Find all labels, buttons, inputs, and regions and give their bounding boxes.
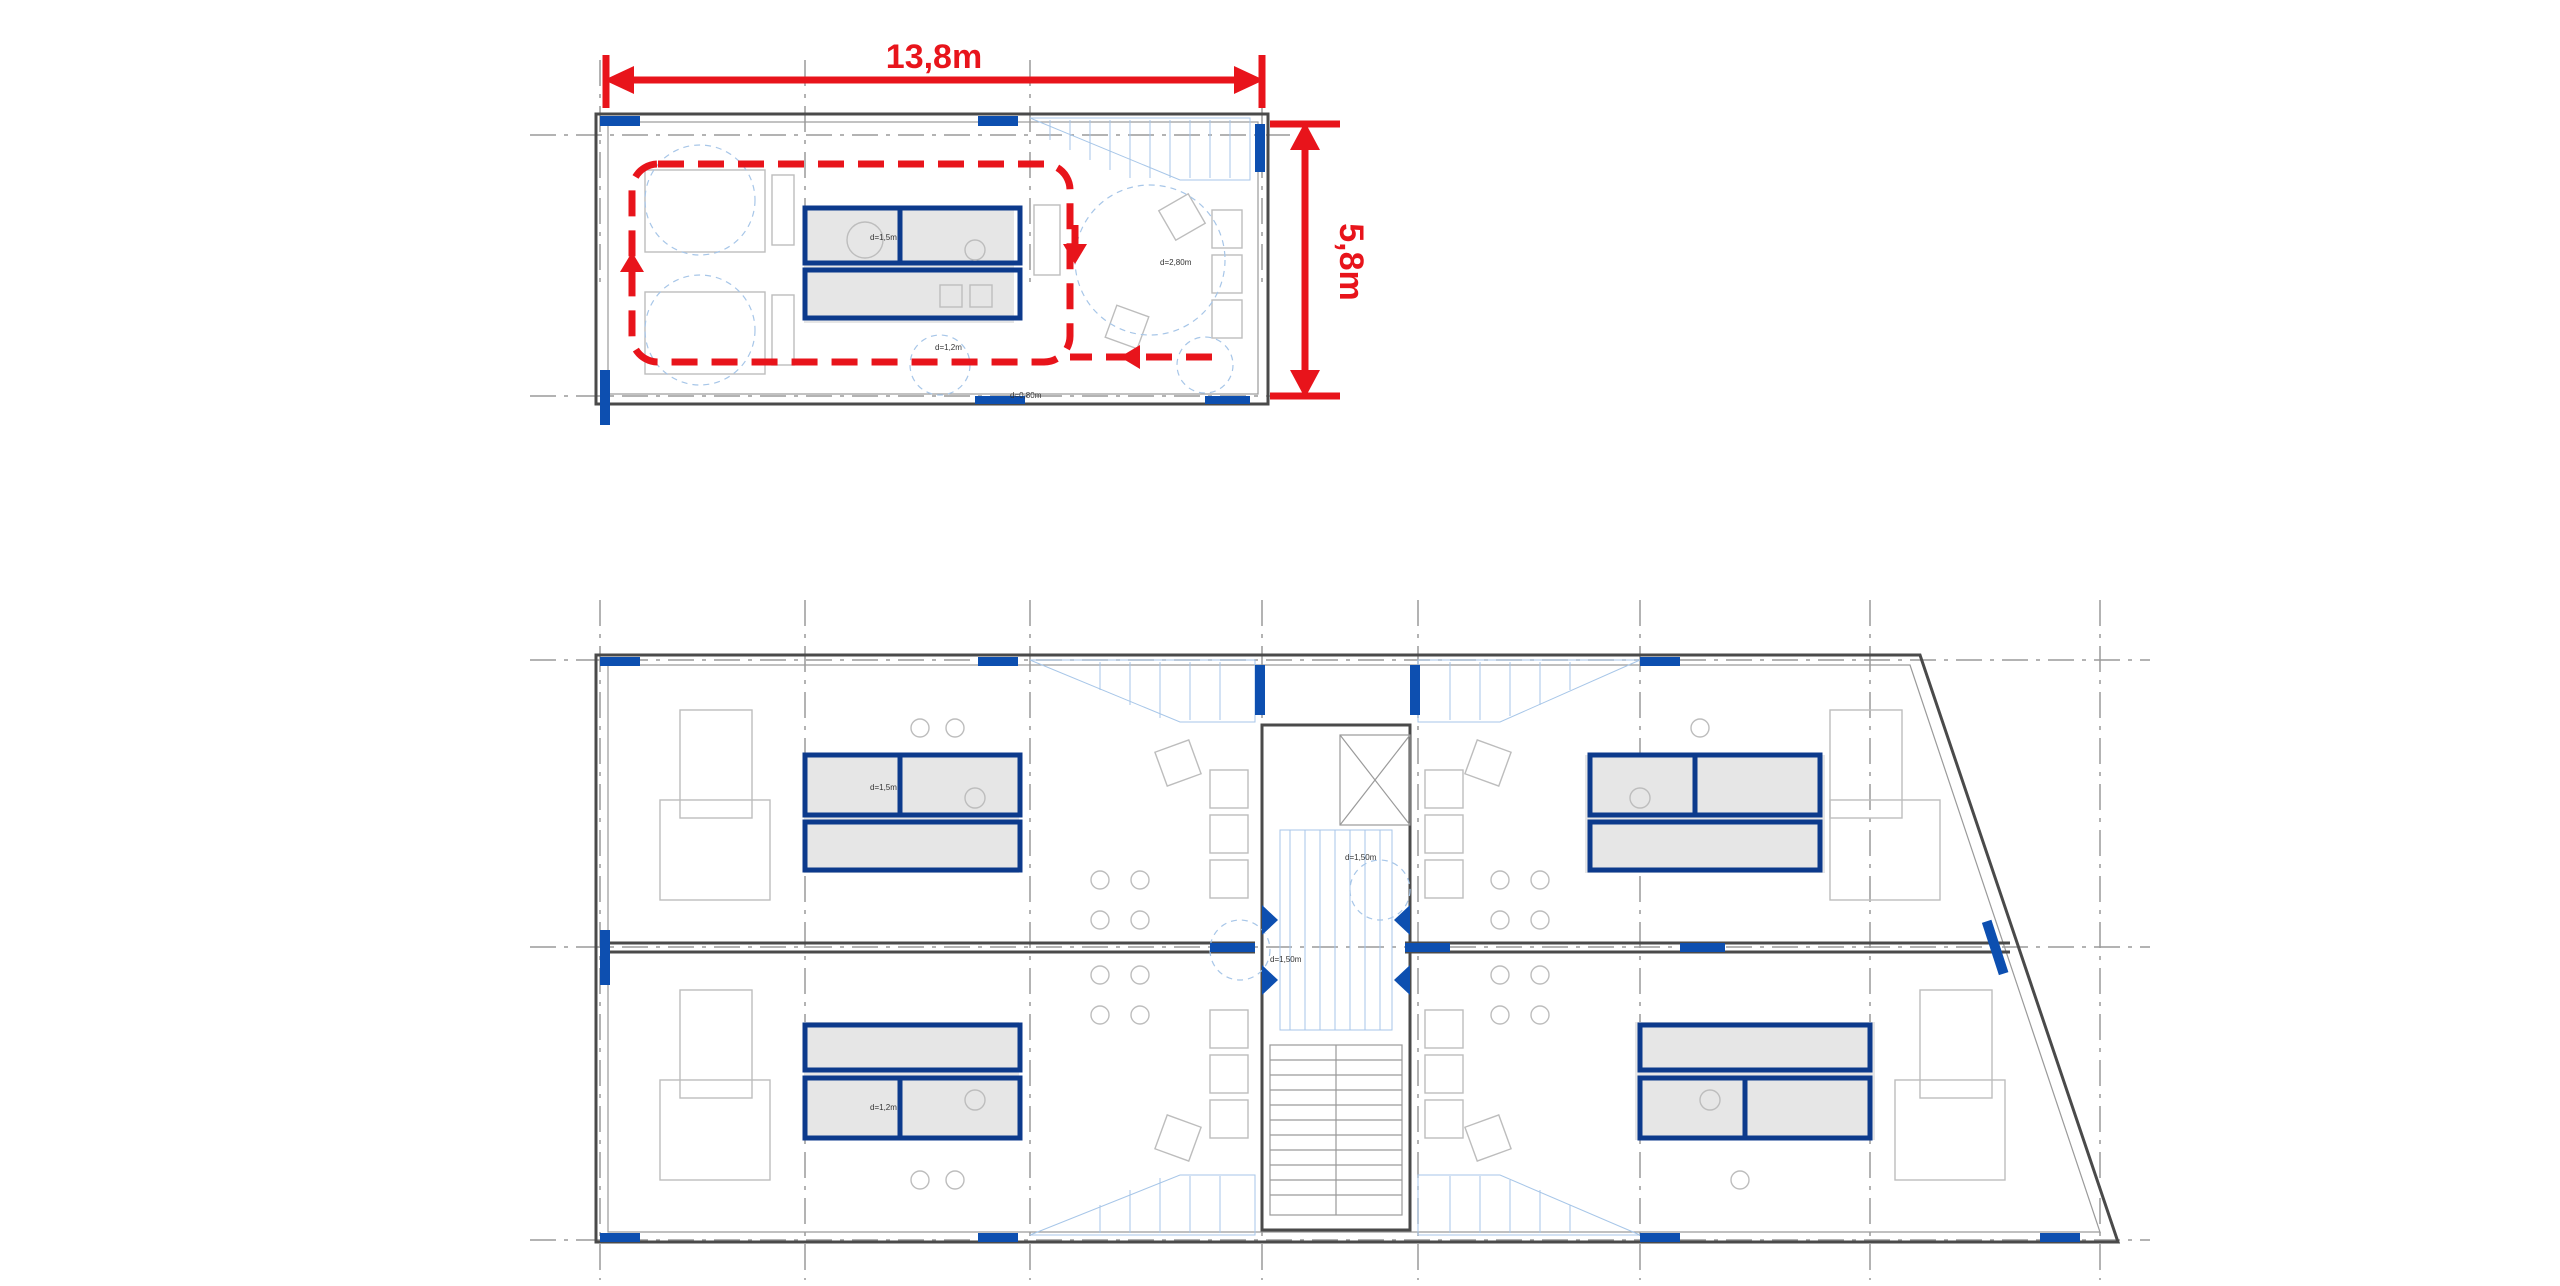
bottom-floor-plan: d=1,50m d=1,50m d=1,5m d=1,2m xyxy=(530,600,2150,1280)
wet-core-unit-4 xyxy=(1635,1022,1875,1141)
note-top-4: d=0,80m xyxy=(1010,391,1042,400)
stair-hatch-top xyxy=(1029,117,1251,181)
stair-treads xyxy=(1270,1045,1402,1215)
corridor-hatch xyxy=(1029,659,1641,1236)
dimension-depth: 5,8m xyxy=(1270,120,1370,400)
wet-core-unit-1 xyxy=(802,752,1023,873)
note-top-3: d=1,2m xyxy=(935,343,962,352)
note-top-1: d=1,5m xyxy=(870,233,897,242)
columns-bottom xyxy=(600,657,2080,1242)
note-bottom-1: d=1,50m xyxy=(1345,853,1377,862)
note-bottom-3: d=1,5m xyxy=(870,783,897,792)
top-floor-plan: d=1,5m d=2,80m d=1,2m d=0,80m 13,8m xyxy=(530,38,1370,425)
note-bottom-4: d=1,2m xyxy=(870,1103,897,1112)
furniture-top xyxy=(644,144,1243,396)
unit-outline-red xyxy=(620,160,1212,369)
wet-core-top xyxy=(802,205,1023,323)
depth-dimension-label: 5,8m xyxy=(1332,223,1370,301)
dimension-width: 13,8m xyxy=(602,38,1266,108)
columns-top xyxy=(600,116,1265,425)
wet-core-unit-2 xyxy=(802,1022,1023,1141)
note-top-2: d=2,80m xyxy=(1160,258,1192,267)
note-bottom-2: d=1,50m xyxy=(1270,955,1302,964)
stair-core xyxy=(1209,723,1412,1232)
wet-core-unit-3 xyxy=(1585,752,1825,873)
furniture-bottom xyxy=(659,709,2006,1190)
width-dimension-label: 13,8m xyxy=(886,38,982,76)
